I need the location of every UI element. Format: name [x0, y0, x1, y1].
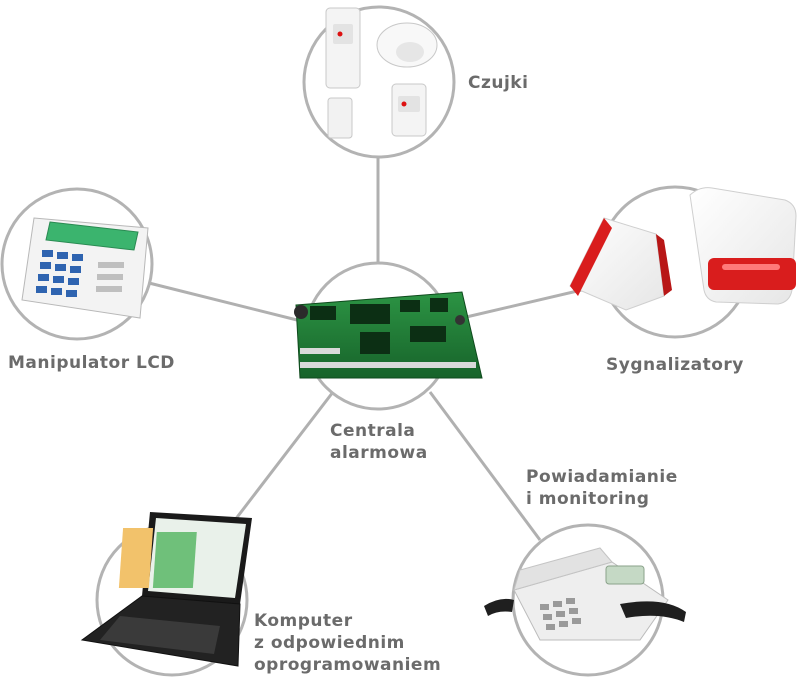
lcd-keypad-label-line-1: Manipulator LCD: [8, 353, 175, 373]
notification-label-line-1: Powiadamianie: [526, 467, 678, 487]
edge-center-lcd-keypad: [144, 280, 306, 324]
node-label-detectors: Czujki: [468, 72, 528, 94]
computer-label-line-1: Komputer: [254, 611, 353, 631]
telephone-icon: [484, 547, 686, 641]
node-label-computer: Komputer z odpowiednim oprogramowaniem: [254, 610, 441, 676]
motion-detectors-icon: [325, 7, 438, 139]
node-label-lcd-keypad: Manipulator LCD: [8, 352, 175, 374]
edge-center-notification: [428, 391, 542, 541]
lcd-keypad-icon: [21, 217, 149, 319]
center-label: Centrala alarmowa: [330, 420, 428, 464]
connector-lines: [144, 155, 604, 541]
sirens-label-line-1: Sygnalizatory: [606, 355, 744, 375]
edge-center-computer: [223, 391, 335, 534]
detectors-label-line-1: Czujki: [468, 73, 529, 93]
computer-label-line-3: oprogramowaniem: [254, 655, 442, 675]
computer-label-line-2: z odpowiednim: [254, 633, 405, 653]
node-label-sirens: Sygnalizatory: [606, 354, 744, 376]
alarm-control-panel-icon: [294, 291, 483, 379]
sirens-icon: [569, 187, 797, 311]
laptop-icon: [80, 512, 252, 667]
center-label-line-1: Centrala: [330, 421, 416, 441]
center-label-line-2: alarmowa: [330, 443, 428, 463]
node-label-notification: Powiadamianie i monitoring: [526, 466, 678, 510]
notification-label-line-2: i monitoring: [526, 489, 650, 509]
